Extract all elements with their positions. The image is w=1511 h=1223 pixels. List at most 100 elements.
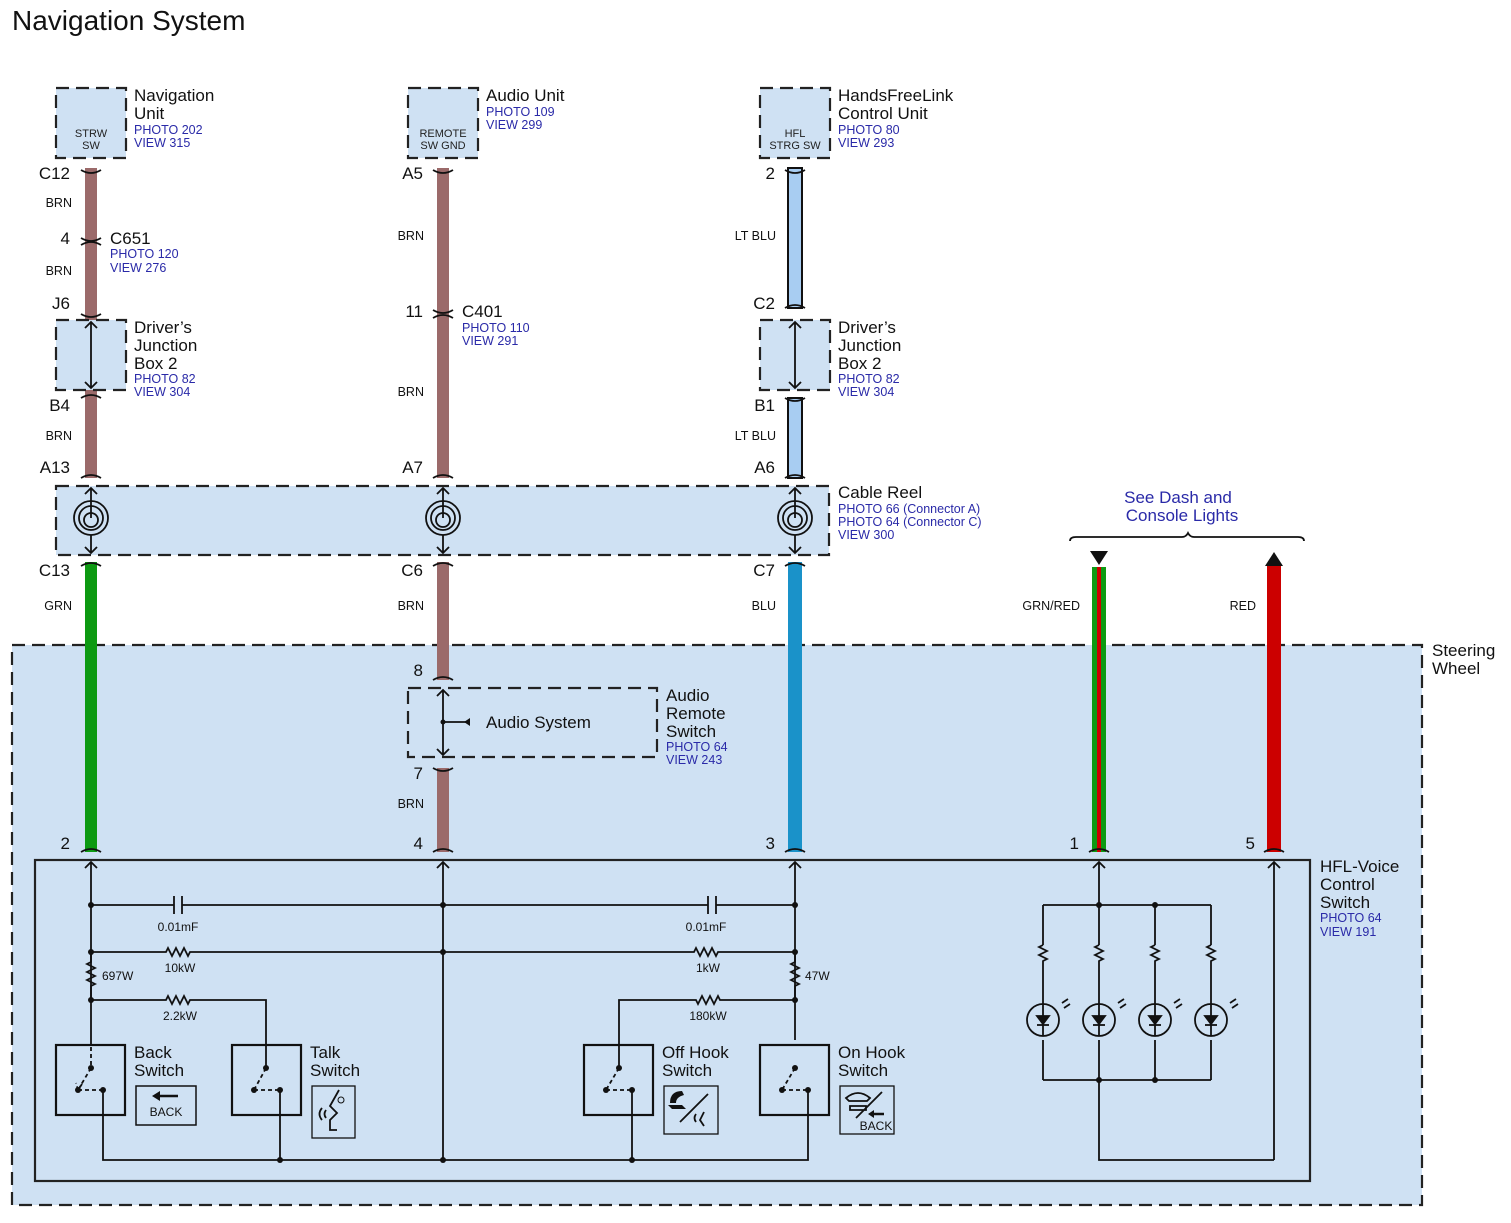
hfl-voice-name-2: Control bbox=[1320, 875, 1375, 894]
navigation-unit-name: Navigation bbox=[134, 86, 214, 105]
talk-switch-label-2: Switch bbox=[310, 1061, 360, 1080]
dash-link-brace bbox=[1069, 530, 1305, 542]
pin-label: 3 bbox=[766, 834, 775, 853]
led-icon bbox=[1026, 944, 1071, 1037]
djb2-right-photo-link[interactable]: PHOTO 82 bbox=[838, 372, 900, 386]
pin-label: A5 bbox=[402, 164, 423, 183]
wire-label: BRN bbox=[46, 196, 72, 210]
wire-grn-red-stripe bbox=[1097, 567, 1101, 852]
pin-label: A6 bbox=[754, 458, 775, 477]
connector-marks bbox=[80, 169, 1285, 853]
wire-label: BRN bbox=[398, 229, 424, 243]
djb2-right-passthrough bbox=[788, 320, 802, 390]
wire-label: BRN bbox=[398, 599, 424, 613]
pin-label: A7 bbox=[402, 458, 423, 477]
cable-reel-photo-a-link[interactable]: PHOTO 66 (Connector A) bbox=[838, 502, 980, 516]
on-hook-switch-label-2: Switch bbox=[838, 1061, 888, 1080]
off-hook-switch-label-2: Switch bbox=[662, 1061, 712, 1080]
pin-label: 5 bbox=[1246, 834, 1255, 853]
hfl-unit-name: HandsFreeLink bbox=[838, 86, 954, 105]
wire-label: GRN/RED bbox=[1022, 599, 1080, 613]
cable-reel-photo-c-link[interactable]: PHOTO 64 (Connector C) bbox=[838, 515, 982, 529]
wire-audio-brn-upper bbox=[437, 168, 449, 478]
wires bbox=[85, 167, 1281, 852]
pin-label: B4 bbox=[49, 396, 70, 415]
wire-audio-brn-lower bbox=[437, 768, 449, 852]
djb2-left-name-3: Box 2 bbox=[134, 354, 177, 373]
audio-remote-photo-link[interactable]: PHOTO 64 bbox=[666, 740, 728, 754]
hfl-unit-view-link[interactable]: VIEW 293 bbox=[838, 136, 894, 150]
wire-label: RED bbox=[1230, 599, 1256, 613]
audio-remote-name-2: Remote bbox=[666, 704, 726, 723]
audio-system-label: Audio System bbox=[486, 713, 591, 732]
c401-view-link[interactable]: VIEW 291 bbox=[462, 334, 518, 348]
pin-label: 11 bbox=[405, 302, 423, 321]
see-dash-link-2[interactable]: Console Lights bbox=[1126, 506, 1238, 525]
hfl-voice-name: HFL-Voice bbox=[1320, 857, 1399, 876]
pin-label: C6 bbox=[401, 561, 423, 580]
djb2-left-name-2: Junction bbox=[134, 336, 197, 355]
c651-photo-link[interactable]: PHOTO 120 bbox=[110, 247, 179, 261]
wire-hfl-ltblu-lower bbox=[787, 397, 803, 479]
wire-label: BRN bbox=[398, 797, 424, 811]
c651-view-link[interactable]: VIEW 276 bbox=[110, 261, 166, 275]
djb2-right-view-link[interactable]: VIEW 304 bbox=[838, 385, 894, 399]
pin-label: 4 bbox=[414, 834, 423, 853]
led-bank bbox=[1026, 944, 1239, 1037]
capacitor-value: 0.01mF bbox=[158, 920, 199, 934]
wire-label: BLU bbox=[752, 599, 776, 613]
cable-reel-coil-icon bbox=[777, 486, 813, 555]
see-dash-link[interactable]: See Dash and bbox=[1124, 488, 1232, 507]
wire-hfl-ltblu-upper bbox=[787, 167, 803, 309]
audio-terminal-label: REMOTE bbox=[419, 128, 466, 140]
pin-label: 1 bbox=[1070, 834, 1079, 853]
resistor-value: 180kW bbox=[689, 1009, 727, 1023]
pin-label: 2 bbox=[766, 164, 775, 183]
audio-remote-view-link[interactable]: VIEW 243 bbox=[666, 753, 722, 767]
wire-label: GRN bbox=[44, 599, 72, 613]
on-hook-switch-label: On Hook bbox=[838, 1043, 906, 1062]
cable-reel-coil-icon bbox=[73, 486, 109, 555]
on-hook-icon-text: BACK bbox=[860, 1119, 893, 1133]
wire-label: LT BLU bbox=[735, 229, 776, 243]
navigation-unit-photo-link[interactable]: PHOTO 202 bbox=[134, 123, 203, 137]
led-icon bbox=[1194, 944, 1239, 1037]
audio-unit-photo-link[interactable]: PHOTO 109 bbox=[486, 105, 555, 119]
talk-switch bbox=[230, 1043, 303, 1117]
hfl-voice-view-link[interactable]: VIEW 191 bbox=[1320, 925, 1376, 939]
cable-reel-view-link[interactable]: VIEW 300 bbox=[838, 528, 894, 542]
cable-reel-name: Cable Reel bbox=[838, 483, 922, 502]
on-hook-switch bbox=[758, 1043, 831, 1117]
arrow-down-icon bbox=[1090, 551, 1108, 565]
pin-label: A13 bbox=[40, 458, 70, 477]
audio-unit-view-link[interactable]: VIEW 299 bbox=[486, 118, 542, 132]
wire-red bbox=[1267, 566, 1281, 852]
audio-remote-name-3: Switch bbox=[666, 722, 716, 741]
djb2-left-view-link[interactable]: VIEW 304 bbox=[134, 385, 190, 399]
audio-remote-name: Audio bbox=[666, 686, 709, 705]
resistor-value: 47W bbox=[805, 969, 830, 983]
pin-label: 4 bbox=[61, 229, 70, 248]
navigation-unit-view-link[interactable]: VIEW 315 bbox=[134, 136, 190, 150]
audio-unit-box bbox=[406, 86, 480, 160]
hfl-voice-photo-link[interactable]: PHOTO 64 bbox=[1320, 911, 1382, 925]
hfl-unit-name-2: Control Unit bbox=[838, 104, 928, 123]
hfl-unit-photo-link[interactable]: PHOTO 80 bbox=[838, 123, 900, 137]
pin-label: 7 bbox=[414, 764, 423, 783]
hfl-control-unit-box bbox=[758, 86, 832, 160]
cable-reel-coil-icon bbox=[425, 486, 461, 555]
c401-photo-link[interactable]: PHOTO 110 bbox=[462, 321, 530, 335]
c651-name: C651 bbox=[110, 229, 151, 248]
cable-reel-coils bbox=[73, 486, 813, 555]
nav-terminal-label-2: SW bbox=[82, 140, 100, 152]
off-hook-switch-label: Off Hook bbox=[662, 1043, 729, 1062]
wire-hfl-blu bbox=[788, 562, 802, 852]
djb2-left-photo-link[interactable]: PHOTO 82 bbox=[134, 372, 196, 386]
pin-label: C2 bbox=[753, 294, 775, 313]
pin-label: C12 bbox=[39, 164, 70, 183]
junction-dot bbox=[440, 719, 446, 725]
hang-up-back-icon: BACK bbox=[839, 1085, 895, 1135]
pin-label: C7 bbox=[753, 561, 775, 580]
back-icon: BACK bbox=[135, 1085, 197, 1126]
